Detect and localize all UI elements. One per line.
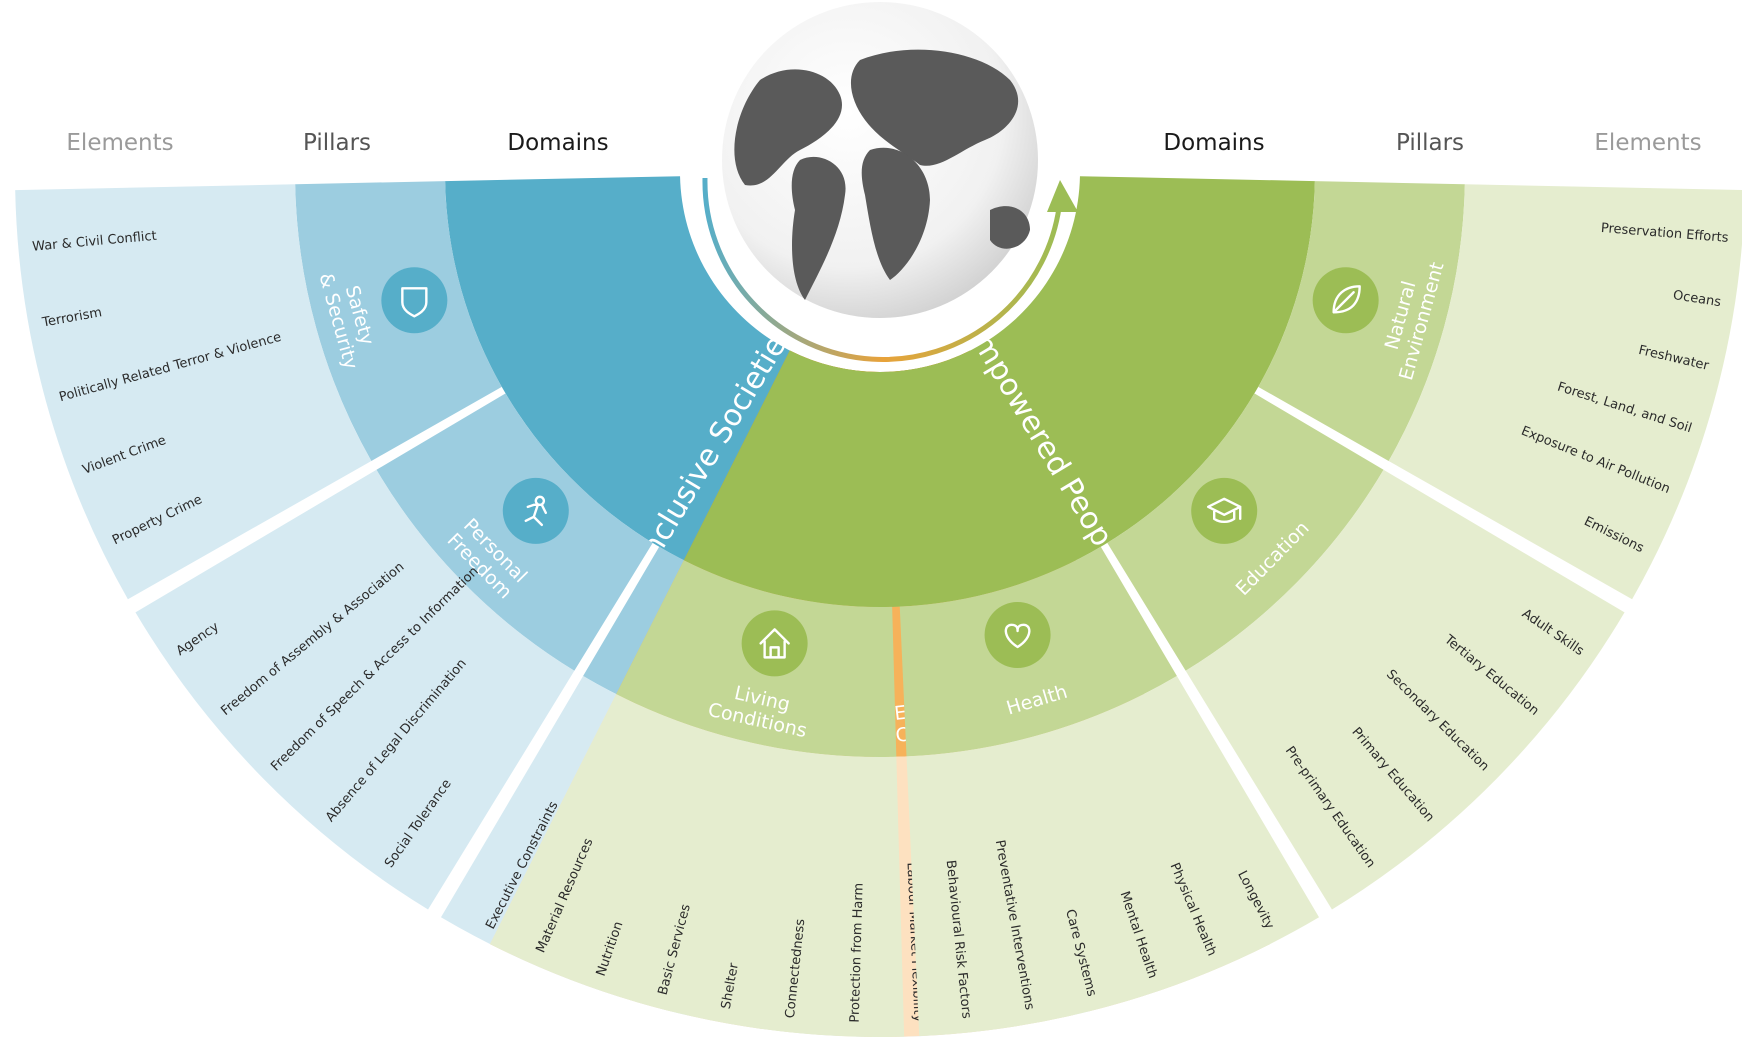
- hearts-icon: [984, 601, 1051, 668]
- header-elements-right: Elements: [1594, 130, 1702, 156]
- running-person-icon-glyph: [524, 495, 547, 527]
- globe-arrow-head: [1047, 180, 1078, 212]
- shield-icon: [381, 267, 448, 334]
- pillar-icon-circle: [381, 267, 448, 334]
- graduation-cap-icon-glyph: [1207, 497, 1242, 524]
- globe-group: [702, 2, 1078, 362]
- header-elements-left: Elements: [66, 130, 174, 156]
- globe-continents: [734, 49, 1030, 300]
- leaf-icon: [1312, 267, 1379, 334]
- header-pillars-left: Pillars: [302, 130, 372, 156]
- hearts-icon-glyph: [1004, 623, 1031, 649]
- graduation-cap-icon: [1191, 477, 1258, 544]
- element-band: [1388, 184, 1742, 600]
- element-label: Oceans: [1672, 288, 1722, 310]
- element-band: [1185, 469, 1625, 910]
- pillar-icon-circle: [741, 610, 808, 677]
- domain-band-empowered-people: [683, 176, 1315, 607]
- house-icon-glyph: [759, 628, 790, 659]
- globe-arrow-arc: [702, 177, 1063, 362]
- leaf-icon-glyph: [1332, 285, 1361, 314]
- header-pillars-right: Pillars: [1395, 130, 1465, 156]
- pillar-icon-circle: [984, 601, 1051, 668]
- element-label: Protection from Harm: [848, 883, 867, 1023]
- running-person-icon: [502, 477, 569, 544]
- header-domains-left: Domains: [507, 130, 609, 156]
- header-domains-right: Domains: [1163, 130, 1265, 156]
- domain-empowered-people: Empowered PeopleLivingConditionsMaterial…: [489, 176, 1742, 1037]
- pillar-icon-circle: [1191, 477, 1258, 544]
- element-band: [15, 184, 372, 600]
- house-icon: [741, 610, 808, 677]
- element-band: [489, 694, 905, 1037]
- element-band: [135, 469, 575, 910]
- shield-icon-glyph: [401, 287, 428, 318]
- element-band: [906, 676, 1320, 1037]
